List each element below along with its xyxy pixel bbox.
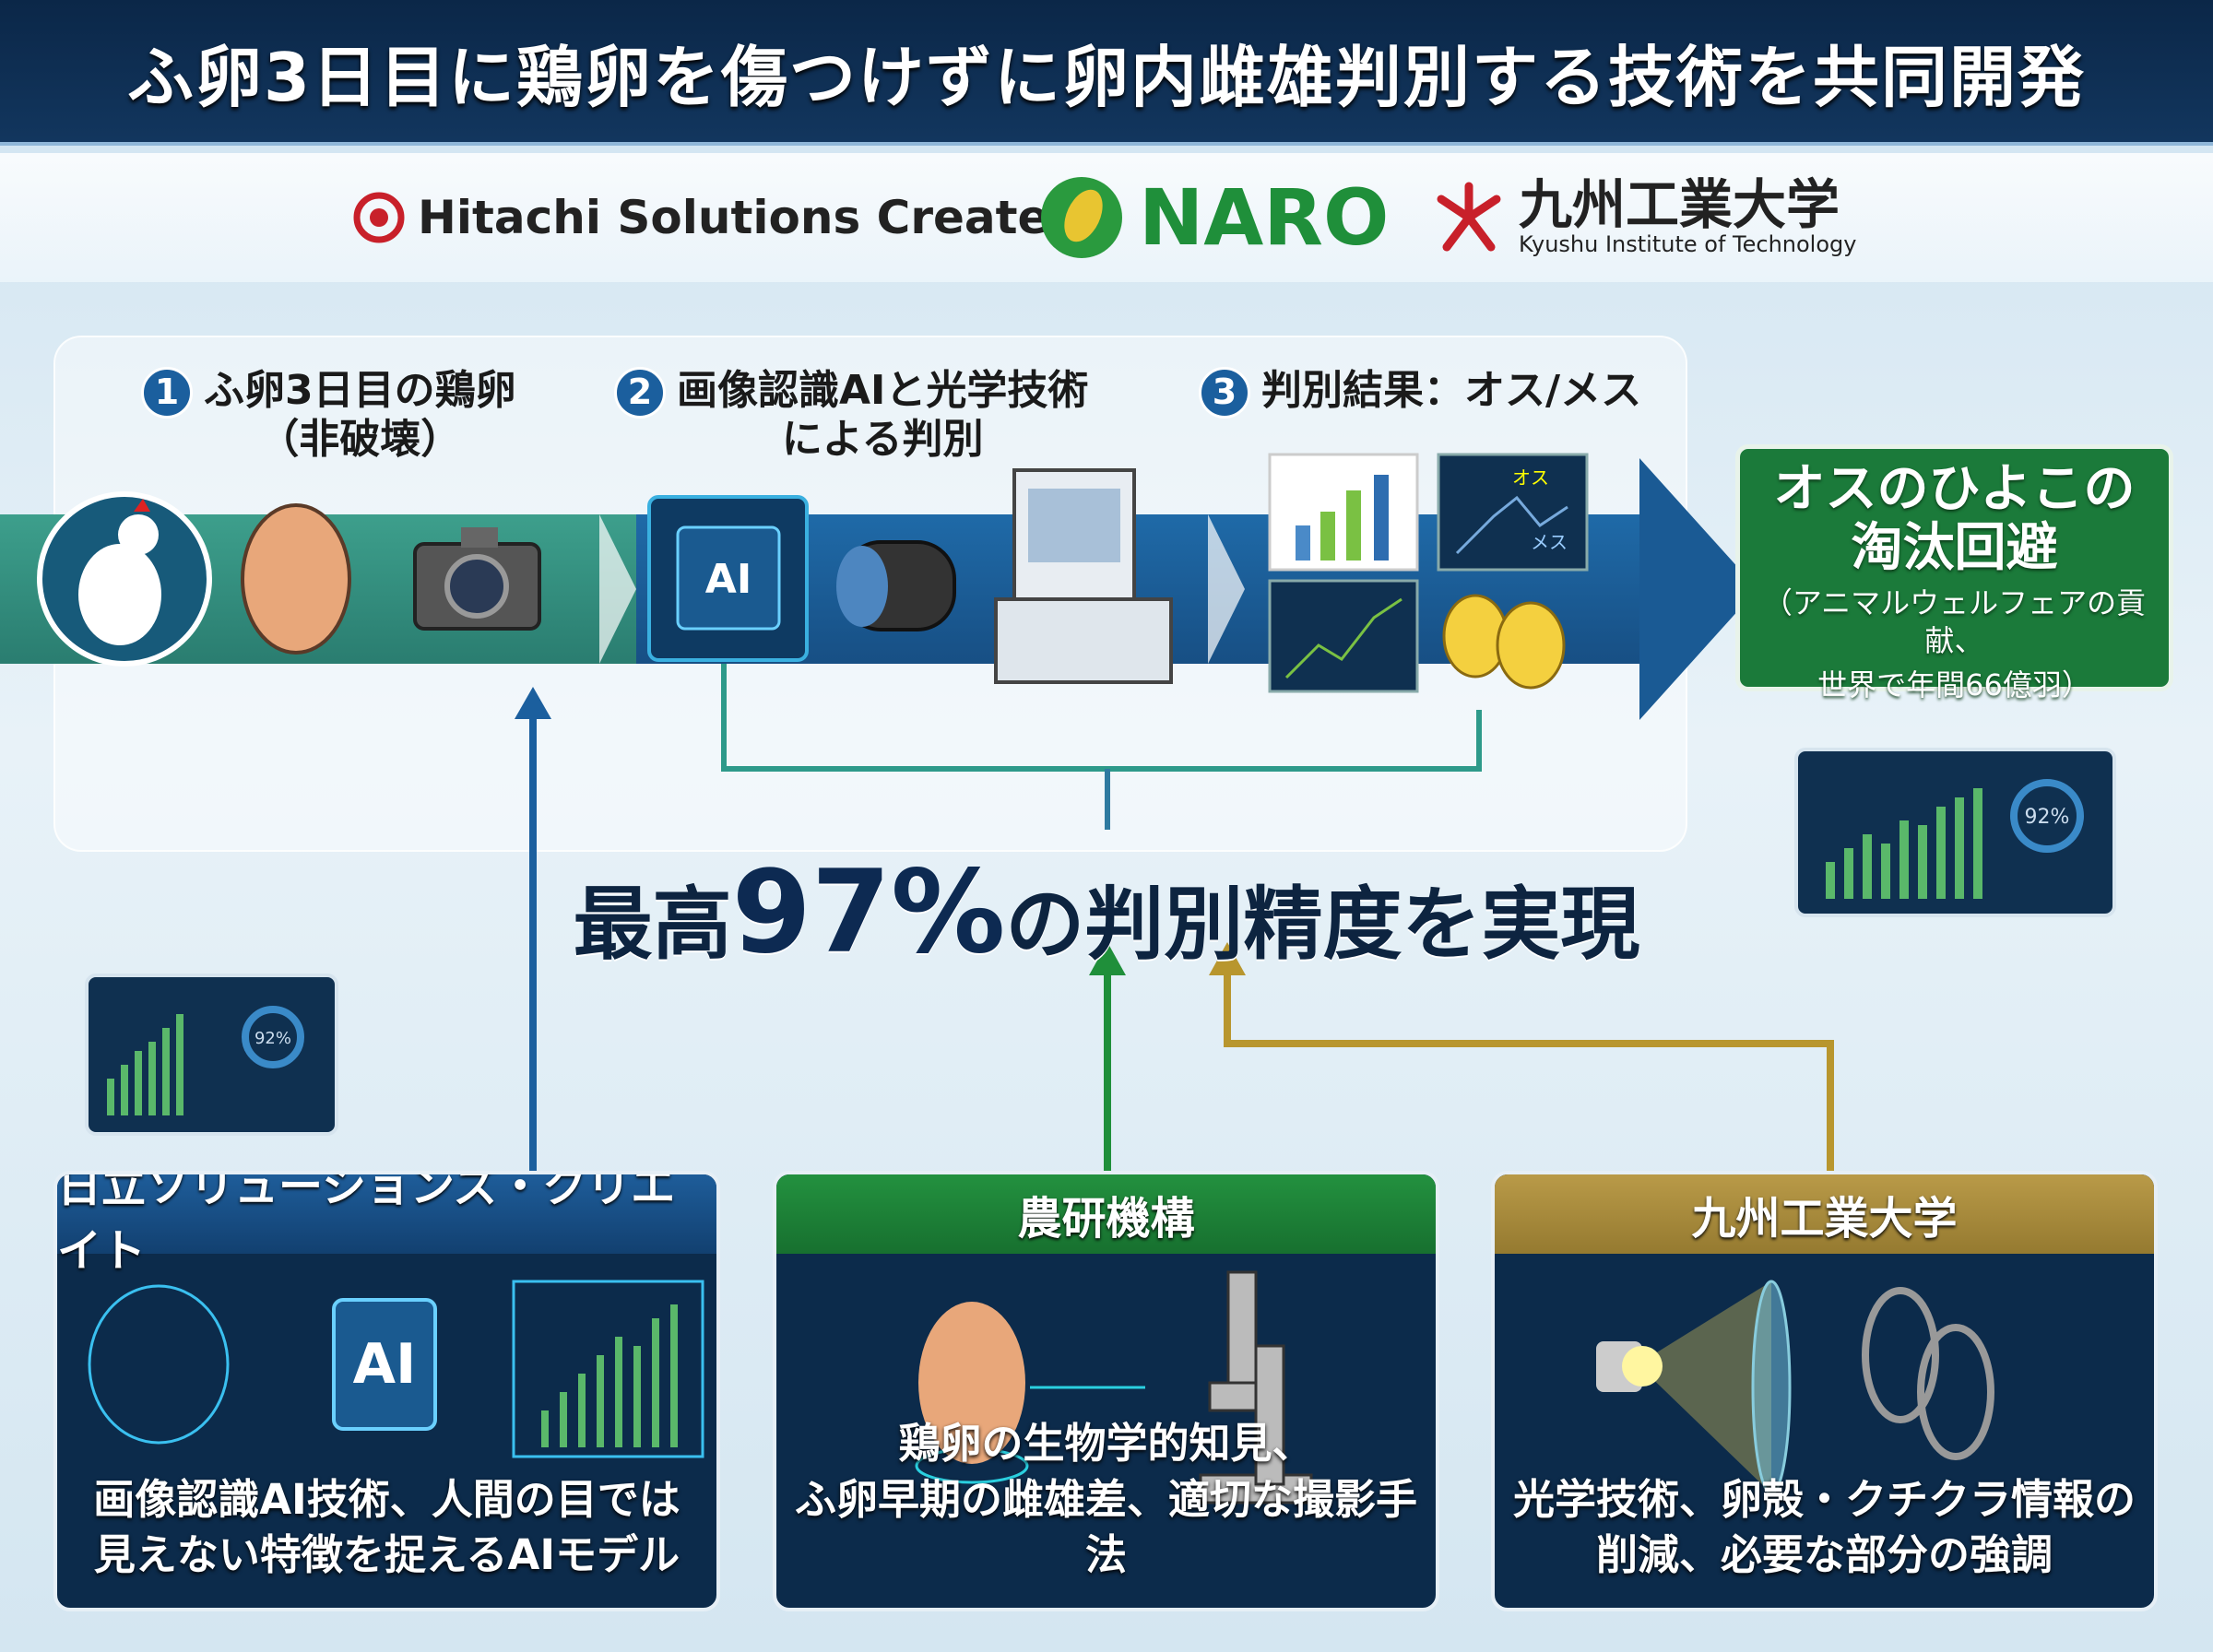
gold-up-arrow [1224,968,1834,1171]
hitachi-logo: Hitachi Solutions Create [353,153,1048,282]
connector-lines [515,664,1834,1171]
title-bar: ふ卵3日目に鶏卵を傷つけずに卵内雌雄判別する技術を共同開発 [0,0,2213,146]
connector-line [721,664,1482,772]
panel-body: 見えない特徴を捉えるAIモデル [93,1530,680,1580]
light-lens-glasses-icon [1596,1280,1994,1495]
chevron-right-icon [1208,514,1245,664]
egg-icon [241,503,351,655]
lens-icon [836,540,956,631]
result-title: 淘汰回避 [1851,518,2058,579]
page-title: ふ卵3日目に鶏卵を傷つけずに卵内雌雄判別する技術を共同開発 [126,38,2087,116]
step-label: ふ卵3日目の鶏卵 [204,367,516,414]
line-chart-icon [1268,579,1419,693]
ai-brain-chart-icon: AI [88,1280,704,1458]
headline-post: の判別精度を実現 [1005,879,1640,971]
lbl-female: メス [1531,531,1568,553]
lbl-male: オス [1512,466,1549,489]
result-subtitle: 世界で年間66億羽） [1817,667,2091,702]
hitachi-name: Hitachi Solutions Create [418,191,1049,244]
kyutech-name-en: Kyushu Institute of Technology [1519,231,1857,257]
chicks-icon [1442,594,1566,690]
naro-emblem-icon [1041,177,1122,258]
hitachi-emblem-icon [353,192,405,243]
egg-microscope-icon [915,1270,1313,1504]
panel-title: 日立ソリューションズ・クリエイト [57,1174,716,1277]
chevron-right-icon [599,514,636,664]
dashboard-right: 92% [1794,748,2116,917]
panel-body: 鶏卵の生物学的知見、 [898,1418,1314,1468]
panel-kyutech: 九州工業大学 光学技術、卵殻・クチクラ情報の削減、必要な部分の強調 [1491,1171,2158,1611]
panel-chip: AI [353,1332,417,1397]
analysis-machine-icon [994,468,1173,684]
accuracy-value: 97% [731,846,1006,979]
chicken-icon [37,491,212,667]
ai-chip-icon: AI [647,495,809,662]
panel-body: ふ卵早期の雌雄差、適切な撮影手法 [794,1474,1417,1580]
naro-name: NARO [1139,172,1390,263]
step-sublabel: （非破壊） [258,415,462,463]
step-number: 2 [614,367,666,419]
dashboard-left: 92% [85,974,338,1136]
step-label: 判別結果：オス/メス [1261,367,1642,414]
step-label: 画像認識AIと光学技術 [677,367,1089,414]
headline: 最高97%の判別精度を実現 [0,846,2213,979]
step-sublabel: による判別 [781,415,984,463]
camera-icon [413,527,541,631]
kyutech-emblem-icon [1437,182,1501,252]
result-box: オスのひよこの 淘汰回避 （アニマルウェルフェアの貢献、 世界で年間66億羽） [1735,444,2173,702]
naro-logo: NARO [1037,153,1389,282]
ai-chip-text: AI [705,556,751,603]
result-subtitle: （アニマルウェルフェアの貢献、 [1762,584,2147,659]
panel-naro: 農研機構 鶏卵の生物学的知見、ふ卵早期の雌雄差、適切な撮影手法 [773,1171,1439,1611]
bar-chart-icon [1268,453,1419,572]
panel-title: 九州工業大学 [1495,1174,2154,1254]
kyutech-name-jp: 九州工業大学 [1519,173,1840,236]
panel-body: 削減、必要な部分の強調 [1595,1530,2053,1580]
gauge-left: 92% [254,1029,291,1048]
panel-body: 光学技術、卵殻・クチクラ情報の [1512,1474,2136,1524]
panel-hitachi: 日立ソリューションズ・クリエイト AI 画像認識AI技術、人間の目では見えない特… [53,1171,720,1611]
gauge-right: 92% [2025,806,2070,829]
step-number: 3 [1199,367,1250,419]
result-title: オスのひよこの [1773,459,2136,519]
panel-title: 農研機構 [776,1174,1436,1254]
step-number: 1 [141,367,193,419]
panel-body: 画像認識AI技術、人間の目では [93,1474,680,1524]
headline-pre: 最高 [573,879,732,971]
